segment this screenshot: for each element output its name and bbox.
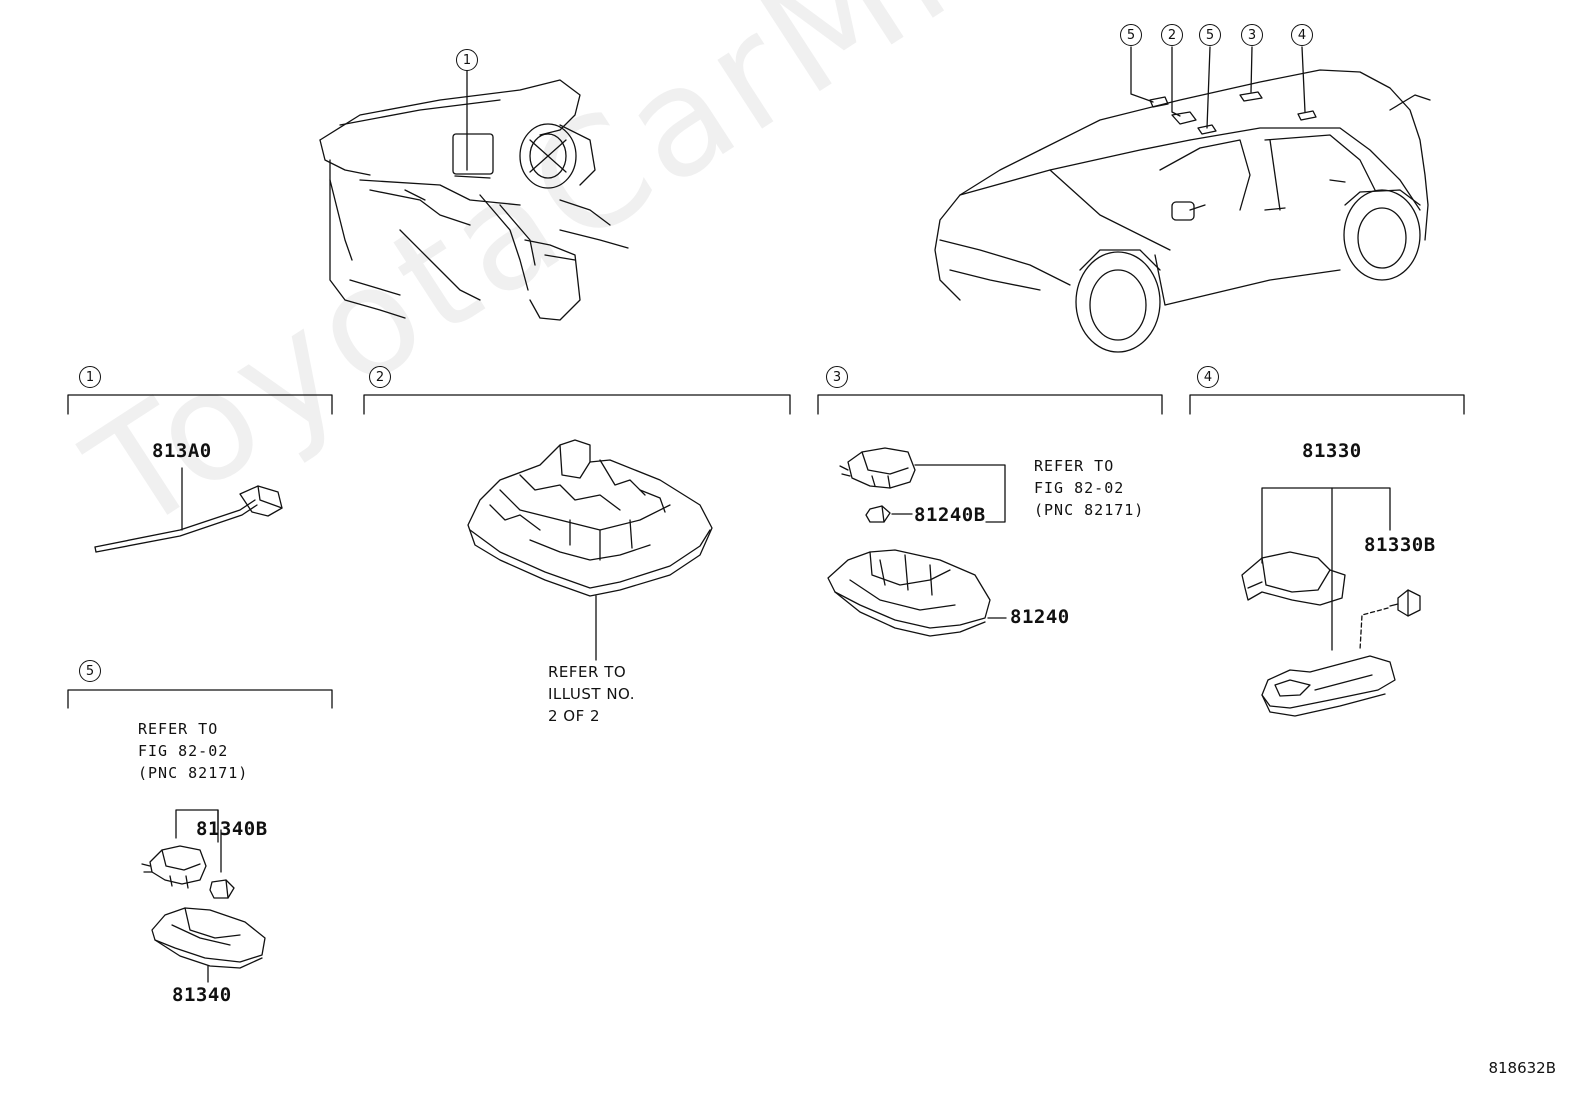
callout-5-left: 5: [1120, 24, 1142, 46]
bulb-81330b-drawing: [1389, 589, 1421, 617]
section-3-bracket: [817, 394, 1163, 415]
lamp-housing-81330-drawing: [1261, 655, 1396, 717]
callout-4-car: 4: [1291, 24, 1313, 46]
section-1-number: 1: [79, 366, 101, 388]
callout-2-car: 2: [1161, 24, 1183, 46]
leader-81330-bracket: [1261, 487, 1391, 564]
bulb-81240b-drawing: [865, 505, 891, 523]
roof-marker-4: [1297, 110, 1317, 121]
note-line: 2 OF 2: [548, 707, 601, 725]
socket-81340-drawing: [141, 845, 207, 889]
section-2-note: REFER TO ILLUST NO. 2 OF 2: [548, 661, 635, 727]
lens-81240-drawing: [827, 549, 991, 637]
section-2-number: 2: [369, 366, 391, 388]
section-4-bracket: [1189, 394, 1465, 415]
roof-marker-5a: [1149, 96, 1169, 108]
bulb-81340b-drawing: [209, 879, 235, 899]
section-2-bracket: [363, 394, 791, 415]
document-id: 818632B: [1488, 1059, 1556, 1077]
note-line: (PNC 82171): [1034, 501, 1145, 519]
note-line: FIG 82-02: [1034, 479, 1125, 497]
part-label-81340: 81340: [172, 984, 232, 1006]
part-label-81240: 81240: [1010, 606, 1070, 628]
car-illustration: [934, 69, 1431, 353]
lens-81340-drawing: [151, 907, 266, 969]
section-1-bracket: [67, 394, 333, 415]
note-line: REFER TO: [1034, 457, 1115, 475]
harness-813a0-drawing: [94, 485, 283, 553]
section-5-number: 5: [79, 660, 101, 682]
dashboard-illustration: [319, 79, 629, 321]
part-label-81330b: 81330B: [1364, 534, 1436, 556]
section-5-note: REFER TO FIG 82-02 (PNC 82171): [138, 718, 248, 784]
roof-marker-2: [1171, 111, 1197, 125]
leader-81240-socket: [914, 464, 1006, 523]
roof-console-drawing: [467, 439, 713, 597]
part-label-81240b: 81240B: [914, 504, 986, 526]
section-3-number: 3: [826, 366, 848, 388]
part-label-81340b: 81340B: [196, 818, 268, 840]
callout-3-car: 3: [1241, 24, 1263, 46]
callout-1-top: 1: [456, 49, 478, 71]
note-line: ILLUST NO.: [548, 685, 636, 703]
note-line: REFER TO: [138, 720, 219, 738]
section-5-bracket: [67, 689, 333, 709]
section-3-note: REFER TO FIG 82-02 (PNC 82171): [1034, 455, 1144, 521]
callout-5-right: 5: [1199, 24, 1221, 46]
leader-81330b-dashed: [1359, 607, 1389, 651]
note-line: (PNC 82171): [138, 764, 249, 782]
leader-81340-bracket: [175, 809, 222, 873]
section-4-number: 4: [1197, 366, 1219, 388]
note-line: FIG 82-02: [138, 742, 229, 760]
part-label-813a0: 813A0: [152, 440, 212, 462]
part-label-81330: 81330: [1302, 440, 1362, 462]
note-line: REFER TO: [548, 663, 627, 681]
lamp-cover-81330-drawing: [1241, 551, 1346, 606]
roof-marker-3: [1239, 91, 1263, 102]
socket-81240-drawing: [839, 447, 916, 489]
